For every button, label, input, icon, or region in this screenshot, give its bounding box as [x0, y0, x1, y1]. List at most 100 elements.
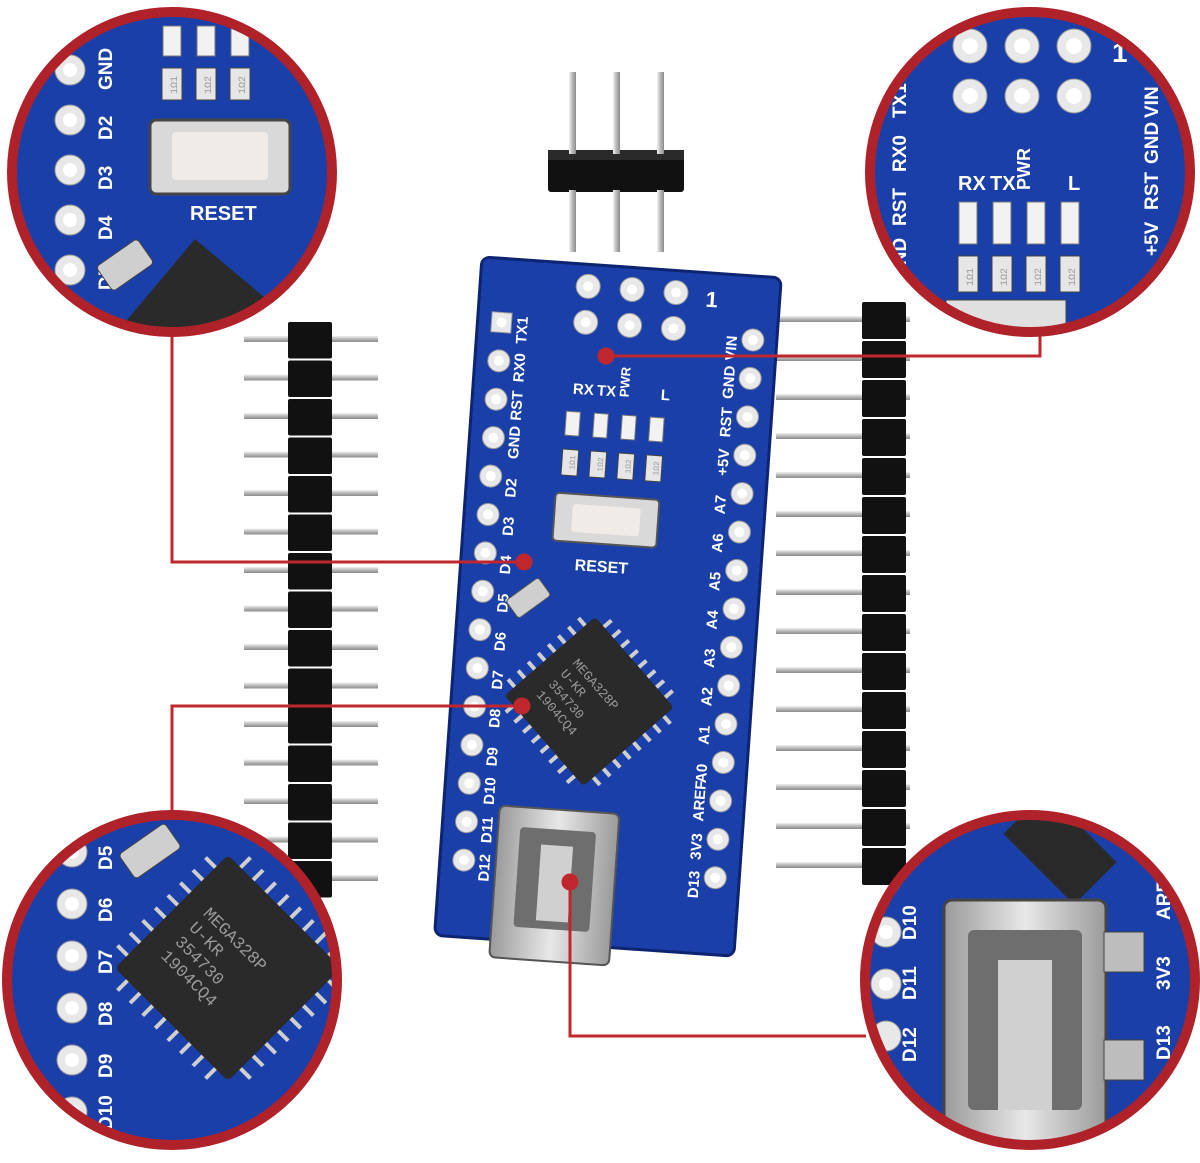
chip-pin: [516, 669, 527, 680]
header-block: [862, 692, 906, 729]
resistor-code: 1Ω2: [1034, 268, 1045, 286]
chip-pin: [642, 732, 652, 743]
header-block: [288, 668, 332, 705]
chip-pin: [239, 856, 252, 869]
header-block: [862, 770, 906, 807]
pin-label-left: D11: [478, 816, 497, 844]
icsp-hole: [627, 284, 638, 295]
led: [620, 414, 637, 441]
pin-hole: [731, 565, 742, 576]
pin-hole: [715, 795, 726, 806]
icsp-hole: [1014, 88, 1030, 104]
header-block: [288, 591, 332, 628]
resistor: [229, 67, 251, 101]
chip-pin: [652, 723, 662, 734]
header-pin: [776, 355, 910, 361]
header-pin: [776, 472, 910, 478]
pin-hole: [493, 355, 504, 366]
zoom-led-rx: RX: [958, 173, 986, 195]
pin-label-left: D5: [494, 593, 512, 613]
right-pin-header: [776, 302, 910, 885]
chip-pin: [530, 734, 541, 744]
header-pin: [776, 433, 910, 439]
icsp-hole: [962, 88, 978, 104]
header-block: [862, 458, 906, 495]
icsp-pin-header: [548, 72, 684, 252]
chip-pin: [556, 764, 568, 775]
chip-pin: [153, 1016, 167, 1030]
pin-hole: [458, 855, 469, 866]
pin-label-left: D8: [486, 708, 504, 728]
chip-pin: [116, 979, 129, 992]
pin-hole: [747, 335, 758, 346]
resistor-code: 1Ω1: [568, 455, 578, 470]
pin-label-left: D6: [492, 631, 510, 651]
crystal-resonator: [506, 578, 551, 618]
chip-pin: [239, 1067, 252, 1080]
chip-pin: [289, 906, 303, 920]
header-block: [288, 707, 332, 744]
pin-hole: [483, 509, 494, 520]
header-block: [862, 536, 906, 573]
header-pin: [776, 628, 910, 634]
resistor: [991, 255, 1013, 293]
chip-pin: [166, 893, 180, 907]
pin-label-left: GND: [505, 425, 524, 460]
resistor-code: 1Ω1: [170, 76, 181, 94]
header-block: [288, 399, 332, 436]
zoom-pin-label: D5: [96, 845, 117, 870]
chip-pin: [611, 628, 622, 639]
icsp-hole: [668, 323, 679, 334]
zoom-pin-label: D10: [900, 905, 921, 940]
pin-hole: [491, 394, 502, 405]
pin-hole: [63, 63, 77, 77]
pin-label-right: 3V3: [687, 833, 706, 861]
chip-pin: [628, 649, 640, 659]
pin-label-left: RST: [508, 390, 527, 421]
chip-pin: [251, 868, 265, 882]
led-label-tx: TX: [596, 382, 616, 400]
pin-label-right: AREF: [690, 780, 710, 822]
resistor: [644, 454, 664, 483]
header-pin: [776, 589, 910, 595]
header-block: [862, 614, 906, 651]
header-block: [288, 822, 332, 859]
chip-pin: [178, 881, 192, 894]
header-block: [288, 745, 332, 782]
pin-label-left: D3: [500, 516, 518, 536]
icsp-hole: [670, 287, 681, 298]
icsp-hole: [580, 317, 591, 328]
header-number-label: 1: [705, 287, 719, 313]
chip-pin: [314, 991, 328, 1005]
pin-label-left: RX0: [510, 353, 529, 383]
zoom-pin-label: D3: [96, 166, 117, 190]
zoom-pin-label: GND: [1142, 122, 1163, 164]
chip-pin: [663, 689, 675, 699]
resistor: [560, 448, 580, 477]
reset-button: [551, 491, 661, 549]
pin-label-left: D9: [484, 747, 502, 767]
pin-label-left: D7: [489, 670, 507, 690]
header-pin: [776, 667, 910, 673]
header-pin: [776, 862, 910, 868]
led: [592, 412, 609, 439]
pin-label-right: A0: [693, 763, 711, 783]
pin-hole: [63, 213, 77, 227]
pin-label-left: D12: [475, 854, 494, 883]
header-block: [862, 809, 906, 846]
pin-hole: [745, 373, 756, 384]
led: [648, 416, 665, 443]
led: [958, 201, 978, 245]
led: [1026, 201, 1046, 245]
zoom-pin-label: D13: [1154, 1025, 1175, 1060]
chip-pin: [141, 1004, 154, 1018]
pin-label-right: A6: [709, 533, 727, 553]
icsp-pin: [569, 72, 576, 154]
pin-label-right: A5: [706, 571, 724, 591]
header-block: [862, 302, 906, 339]
chip-pin: [191, 868, 205, 882]
pin-hole: [464, 778, 475, 789]
pin-hole: [466, 739, 477, 750]
chip-pin: [264, 881, 278, 894]
